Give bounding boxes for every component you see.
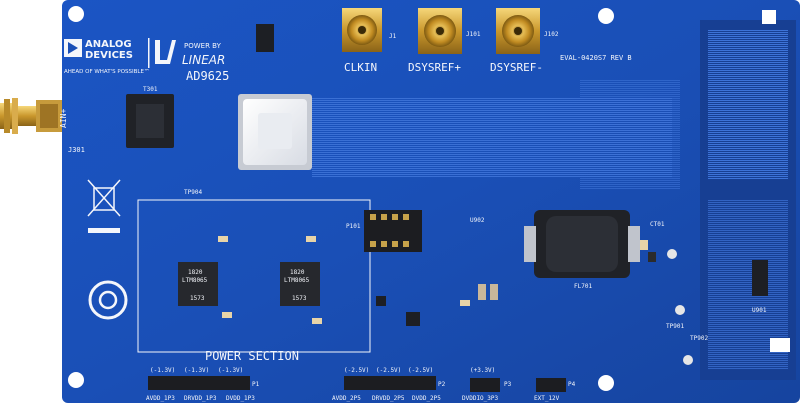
dsysref-minus-connector: [496, 8, 540, 54]
p101-header: [364, 210, 422, 252]
brand-top: ANALOG: [85, 39, 132, 50]
p4-header: [536, 378, 566, 392]
high-speed-traces: [312, 80, 680, 190]
tp902-label: TP902: [690, 335, 708, 342]
j301-label: J301: [68, 146, 85, 154]
t301-label: T301: [143, 86, 158, 93]
regulator-1: [178, 262, 218, 306]
tagline: AHEAD OF WHAT'S POSSIBLE™: [64, 68, 149, 75]
mounting-holes: [68, 6, 614, 391]
test-points: [667, 249, 693, 365]
p2-header: [344, 376, 436, 390]
recycle-symbol-icon: [88, 280, 128, 320]
p4-net-1: EXT_12V: [534, 395, 560, 402]
regulator-2-ic: LTM8065: [284, 277, 310, 284]
regulator-1-code: 1820: [188, 269, 203, 276]
p2-volt-3: (-2.5V): [408, 367, 433, 374]
logo-divider: [148, 38, 150, 68]
p1-net-1: AVDD_1P3: [146, 395, 175, 402]
u901-label: U901: [752, 307, 767, 314]
p2-volt-2: (-2.5V): [376, 367, 401, 374]
p1-net-2: DRVDD_1P3: [184, 395, 217, 402]
fmc-connector: [700, 10, 796, 380]
ct01-label: CT01: [650, 221, 665, 228]
p1-net-3: DVDD_1P3: [226, 395, 255, 402]
regulator-1-lot: 1573: [190, 295, 205, 302]
linear-logo-icon: [155, 40, 176, 64]
p3-net-1: DVDDIO_3P3: [462, 395, 499, 402]
clkin-connector: [342, 8, 382, 52]
u902-label: U902: [470, 217, 485, 224]
dsysref-plus-connector: [418, 8, 462, 54]
balun-transformer: [126, 94, 174, 148]
p1-header: [148, 376, 250, 390]
p1-volt-2: (-1.3V): [184, 367, 209, 374]
tp901-label: TP901: [666, 323, 684, 330]
clkin-label: CLKIN: [344, 61, 377, 74]
p101-label: P101: [346, 223, 361, 230]
p1-volt-3: (-1.3V): [218, 367, 243, 374]
power-section-label: POWER SECTION: [205, 349, 299, 363]
board-id: EVAL-0420S7 REV B: [560, 54, 632, 62]
j102-label: J102: [544, 31, 559, 38]
p2-net-1: AVDD_2P5: [332, 395, 361, 402]
j101-label: J101: [466, 31, 481, 38]
p3-header: [470, 378, 500, 392]
regulator-2-code: 1820: [290, 269, 305, 276]
clock-buffer-ic: [256, 24, 274, 52]
linear-label: LINEAR: [182, 53, 225, 67]
adc-chip: [238, 94, 312, 170]
regulator-1-ic: LTM8065: [182, 277, 208, 284]
regulator-2-lot: 1573: [292, 295, 307, 302]
p3-volt-1: (+3.3V): [470, 367, 495, 374]
regulator-2: [280, 262, 320, 306]
power-by-label: POWER BY: [184, 42, 222, 50]
u901-ic: [752, 260, 768, 296]
fl701-label: FL701: [574, 283, 592, 290]
tp904-label: TP904: [184, 189, 202, 196]
p3-ref: P3: [504, 381, 512, 388]
p2-net-2: DRVDD_2P5: [372, 395, 405, 402]
ain-sma-connector: [0, 98, 62, 134]
power-section-outline: [137, 199, 371, 353]
p1-volt-1: (-1.3V): [150, 367, 175, 374]
j1-label: J1: [389, 33, 397, 40]
brand-bottom: DEVICES: [85, 50, 133, 61]
dsysref-plus-label: DSYSREF+: [408, 61, 461, 74]
p1-ref: P1: [252, 381, 260, 388]
analog-devices-logo: [64, 39, 82, 57]
p4-ref: P4: [568, 381, 576, 388]
dsysref-minus-label: DSYSREF-: [490, 61, 543, 74]
p2-volt-1: (-2.5V): [344, 367, 369, 374]
part-number: AD9625: [186, 69, 229, 83]
ain-label: AIN+: [59, 109, 68, 128]
p2-ref: P2: [438, 381, 446, 388]
passive-components: [218, 236, 656, 326]
weee-bin-icon: [87, 179, 121, 233]
power-inductor: [524, 210, 640, 278]
p2-net-3: DVDD_2P5: [412, 395, 441, 402]
